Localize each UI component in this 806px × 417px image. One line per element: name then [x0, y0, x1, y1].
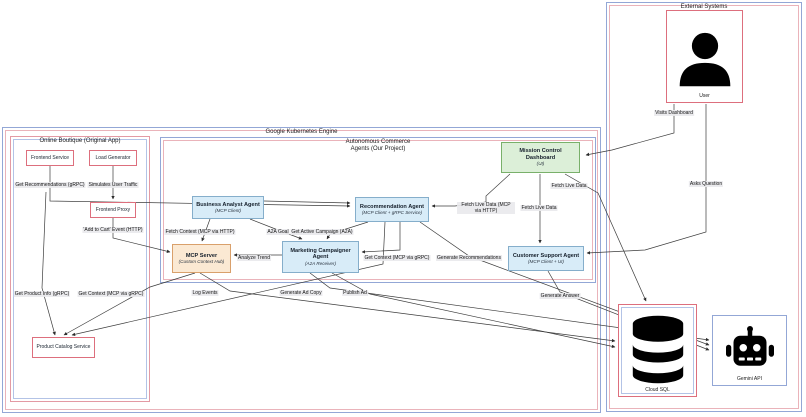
edge-line: [331, 272, 616, 349]
node-recommendation-label: Recommendation Agent: [359, 203, 425, 210]
edge-label: Asks Question: [688, 181, 724, 187]
node-marketing-campaigner-label-line2: Agent: [312, 254, 329, 261]
node-gemini-api: Gemini API: [712, 315, 787, 386]
edge-label: Get Context (MCP via gRPC): [363, 255, 431, 261]
edge-line: [71, 221, 386, 337]
node-product-catalog-label: Product Catalog Service: [36, 344, 91, 351]
edge-label: Get Product Info (gRPC): [13, 291, 71, 297]
edge-line: [309, 272, 710, 342]
node-user-label: User: [699, 93, 710, 99]
node-business-analyst-label: Business Analyst Agent: [196, 201, 260, 208]
edge-line: [112, 218, 171, 253]
edge-label: Fetch Live Data: [550, 183, 588, 189]
edge-label: Generate Ad Copy: [279, 290, 323, 296]
edge-label: Generate Answer: [539, 293, 581, 299]
edge-label: Visits Dashboard: [654, 110, 694, 116]
node-mcp-server-sublabel: (Custom Context Hub): [178, 258, 225, 264]
node-cloud-sql: Cloud SQL: [618, 304, 697, 397]
cluster-autonomous-label: Autonomous Commerce Agents (Our Project): [161, 139, 595, 153]
node-load-generator-label: Load Generator: [95, 154, 131, 161]
node-frontend-service: Frontend Service: [26, 150, 74, 166]
cluster-gke-label: Google Kubernetes Engine: [265, 129, 338, 135]
edge-line: [263, 200, 351, 205]
edge-label: Get Context (MCP via gRPC): [77, 291, 145, 297]
edge-line: [564, 173, 647, 302]
node-mission-control-sublabel: (UI): [536, 161, 545, 167]
node-user: User: [666, 10, 743, 103]
node-marketing-campaigner-label-line1: Marketing Campaigner: [290, 247, 351, 254]
edge-label: Get Active Campaign (A2A): [290, 229, 354, 235]
node-customer-support-sublabel: (MCP Client + UI): [528, 258, 564, 264]
edge-line: [41, 191, 56, 336]
edge-label: Analyze Trend: [237, 255, 271, 261]
edge-label: Publish Ad: [342, 290, 368, 296]
node-cloud-sql-inner-border: [621, 307, 694, 394]
edge-label: A2A Goal: [266, 229, 290, 235]
node-mcp-server-label: MCP Server: [185, 252, 218, 259]
cluster-online-boutique-label: Online Boutique (Original App): [39, 138, 121, 144]
cluster-autonomous-label-line2: Agents (Our Project): [350, 146, 406, 152]
edge-label: Simulates User Traffic: [87, 182, 139, 188]
node-load-generator: Load Generator: [89, 150, 137, 166]
edge-line: [63, 272, 196, 336]
edge-label: 'Add to Cart' Event (HTTP): [82, 227, 144, 233]
node-frontend-proxy-label: Frontend Proxy: [95, 206, 131, 213]
node-mcp-server: MCP Server (Custom Context Hub): [172, 244, 231, 273]
node-gemini-api-label: Gemini API: [736, 376, 762, 382]
node-frontend-proxy: Frontend Proxy: [90, 202, 136, 218]
user-icon: [679, 32, 730, 87]
cluster-external-label: External Systems: [680, 4, 728, 10]
edge-line: [361, 222, 401, 254]
edge-label: Fetch Live Data: [520, 205, 558, 211]
node-cloud-sql-label: Cloud SQL: [645, 387, 670, 393]
node-marketing-campaigner-agent: Marketing Campaigner Agent (A2A Receiver…: [282, 241, 359, 273]
edge-label: Get Recommendations (gRPC): [14, 182, 86, 188]
cluster-autonomous-label-line1: Autonomous Commerce: [345, 139, 411, 145]
node-mission-control-label-line2: Dashboard: [525, 154, 556, 161]
edge-label: Log Events: [191, 290, 219, 296]
edge-line: [585, 104, 675, 157]
node-customer-support-label: Customer Support Agent: [512, 252, 580, 259]
node-business-analyst-agent: Business Analyst Agent (MCP Client): [192, 196, 264, 219]
edge-label: Generate Recommendations: [436, 255, 502, 261]
edge-label: Fetch Live Data (MCP via HTTP): [457, 202, 515, 214]
node-mission-control-label-line1: Mission Control: [519, 148, 562, 155]
node-frontend-service-label: Frontend Service: [30, 154, 70, 161]
edge-line: [586, 104, 707, 255]
database-icon: [632, 315, 683, 384]
node-recommendation-agent: Recommendation Agent (MCP Client + gRPC …: [355, 197, 429, 222]
edge-line: [199, 272, 616, 343]
edge-label: Fetch Context (MCP via HTTP): [164, 229, 236, 235]
node-mission-control-dashboard: Mission Control Dashboard (UI): [501, 142, 580, 173]
node-product-catalog-service: Product Catalog Service: [32, 337, 95, 358]
node-customer-support-agent: Customer Support Agent (MCP Client + UI): [508, 246, 584, 271]
robot-icon: [725, 326, 774, 366]
node-business-analyst-sublabel: (MCP Client): [214, 207, 242, 213]
node-marketing-campaigner-sublabel: (A2A Receiver): [305, 260, 336, 266]
node-recommendation-sublabel: (MCP Client + gRPC Service): [361, 209, 423, 215]
